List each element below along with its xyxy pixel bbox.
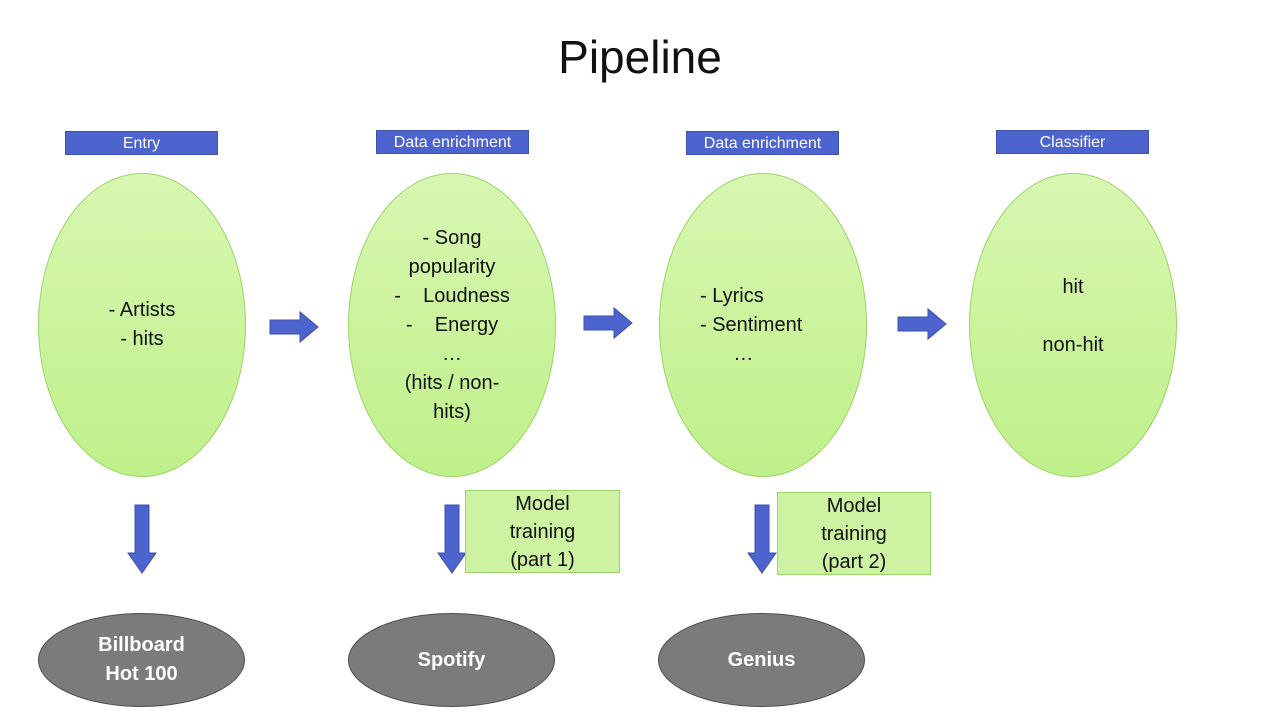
stage-entry-line: - Artists xyxy=(108,299,176,321)
source-genius: Genius xyxy=(658,613,865,707)
stage-spotify-line: hits) xyxy=(433,400,471,423)
arrow-right-icon xyxy=(897,307,947,341)
training-line: training xyxy=(509,520,576,543)
stage-spotify-line: popularity xyxy=(408,255,496,278)
stage-entry-ellipse: - Artists - hits xyxy=(38,173,246,477)
source-line: Hot 100 xyxy=(105,663,178,685)
stage-spotify-line: - Loudness xyxy=(394,284,510,307)
stage-spotify-line: - Song xyxy=(422,226,482,249)
stage-genius-line: - Lyrics xyxy=(700,284,764,307)
arrow-down-icon xyxy=(127,504,157,574)
stage-spotify-line: - Energy xyxy=(405,313,499,336)
source-billboard-hot-100: Billboard Hot 100 xyxy=(38,613,245,707)
stage-header-entry: Entry xyxy=(65,131,218,155)
classifier-label-non-hit: non-hit xyxy=(1042,333,1104,356)
training-line: Model xyxy=(826,494,882,517)
source-line: Billboard xyxy=(98,634,185,656)
arrow-right-icon xyxy=(583,306,633,340)
stage-spotify-line: … xyxy=(442,342,462,365)
stage-genius-line: - Sentiment xyxy=(700,313,803,336)
training-line: Model xyxy=(515,492,570,515)
model-training-box-part-2: Model training (part 2) xyxy=(777,492,931,575)
arrow-right-icon xyxy=(269,310,319,344)
stage-spotify-line: (hits / non- xyxy=(404,371,500,394)
stage-spotify-enrichment-ellipse: - Song popularity - Loudness - Energy … … xyxy=(348,173,556,477)
stage-header-classifier: Classifier xyxy=(996,130,1149,154)
source-spotify: Spotify xyxy=(348,613,555,707)
training-line: (part 1) xyxy=(510,548,575,571)
source-line: Genius xyxy=(727,648,796,671)
source-line: Spotify xyxy=(417,648,486,671)
stage-genius-line: … xyxy=(700,342,754,365)
arrow-down-icon xyxy=(747,504,777,574)
stage-header-data-enrichment-2: Data enrichment xyxy=(686,131,839,155)
slide-title: Pipeline xyxy=(558,31,722,83)
stage-genius-enrichment-ellipse: - Lyrics - Sentiment … xyxy=(659,173,867,477)
classifier-spacer xyxy=(1070,302,1076,331)
training-line: (part 2) xyxy=(821,550,887,573)
classifier-label-hit: hit xyxy=(1062,275,1084,298)
stage-entry-line: - hits xyxy=(120,328,164,350)
stage-header-data-enrichment-1: Data enrichment xyxy=(376,130,529,154)
arrow-down-icon xyxy=(437,504,467,574)
stage-classifier-ellipse: hit non-hit xyxy=(969,173,1177,477)
model-training-box-part-1: Model training (part 1) xyxy=(465,490,620,573)
training-line: training xyxy=(821,522,887,545)
